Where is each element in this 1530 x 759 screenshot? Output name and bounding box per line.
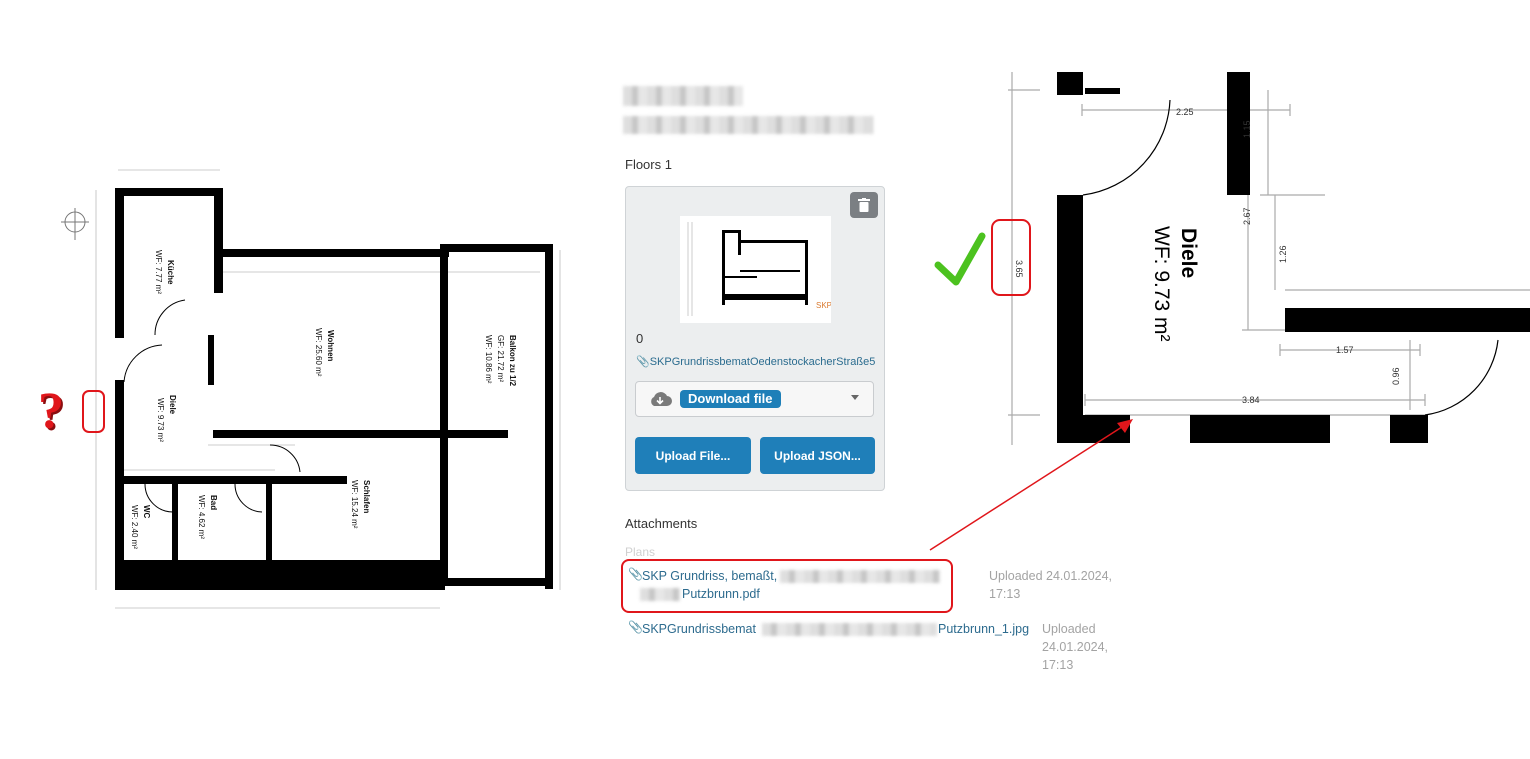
dim-1-15: 1.15 bbox=[1242, 120, 1252, 138]
floor-card: SKP 0 📎SKPGrundrissbematOedenstockacherS… bbox=[625, 186, 885, 491]
zoomed-room-area: WF: 9.73 m² bbox=[1150, 226, 1173, 342]
compass-icon bbox=[61, 208, 89, 240]
room-area-wc: WF: 2.40 m² bbox=[130, 505, 139, 549]
dim-1-57: 1.57 bbox=[1336, 345, 1354, 355]
room-label-wc: WC bbox=[142, 505, 151, 519]
checkmark-icon bbox=[934, 232, 986, 286]
paperclip-icon: 📎 bbox=[628, 567, 643, 581]
blurred-filename bbox=[640, 588, 680, 601]
attachment-link-end[interactable]: Putzbrunn.pdf bbox=[682, 587, 760, 601]
highlight-attachment bbox=[621, 559, 953, 613]
room-area-schlafen: WF: 15.24 m² bbox=[350, 480, 359, 529]
zoomed-room-name: Diele bbox=[1177, 228, 1200, 278]
dim-2-25: 2.25 bbox=[1176, 107, 1194, 117]
floor-file-link[interactable]: 📎SKPGrundrissbematOedenstockacherStraße5 bbox=[636, 356, 876, 368]
room-label-diele: Diele bbox=[168, 395, 177, 415]
room-label-bad: Bad bbox=[209, 495, 218, 510]
room-area-diele: WF: 9.73 m² bbox=[156, 398, 165, 442]
upload-file-button[interactable]: Upload File... bbox=[635, 437, 751, 474]
attachments-group-label: Plans bbox=[625, 545, 656, 559]
attachment-item[interactable]: 📎 SKP Grundriss, bemaßt, Putzbrunn.pdf bbox=[628, 567, 948, 605]
room-area-kueche: WF: 7.77 m² bbox=[154, 250, 163, 294]
attachment-uploaded: Uploaded 24.01.2024,17:13 bbox=[989, 569, 1113, 601]
room-label-schlafen: Schlafen bbox=[362, 480, 371, 513]
room-label-wohnen: Wohnen bbox=[326, 330, 335, 362]
trash-icon bbox=[858, 198, 870, 212]
room-label-balkon: Balkon zu 1/2 bbox=[508, 335, 517, 387]
highlight-dimension-left bbox=[82, 390, 105, 433]
dim-3-84: 3.84 bbox=[1242, 395, 1260, 405]
highlight-dimension-right bbox=[991, 219, 1031, 296]
paperclip-icon: 📎 bbox=[636, 356, 650, 368]
dim-2-67: 2.67 bbox=[1242, 207, 1252, 225]
room-area-balkon-gf: GF: 21.72 m² bbox=[496, 335, 505, 382]
blurred-filename bbox=[780, 570, 940, 583]
room-area-wohnen: WF: 25.60 m² bbox=[314, 328, 323, 377]
arrow-annotation bbox=[929, 419, 1133, 551]
download-file-label: Download file bbox=[680, 390, 781, 408]
blurred-address bbox=[623, 116, 873, 134]
floor-plan-thumbnail[interactable]: SKP bbox=[680, 216, 832, 323]
attachment-link-start[interactable]: SKPGrundrissbemat bbox=[642, 622, 756, 636]
thumbnail-logo: SKP bbox=[816, 301, 831, 310]
chevron-down-icon bbox=[851, 395, 859, 400]
floors-heading: Floors 1 bbox=[625, 157, 672, 172]
dim-0-96: 0.96 bbox=[1391, 367, 1401, 385]
blurred-filename bbox=[762, 623, 937, 636]
floor-count: 0 bbox=[636, 331, 644, 346]
delete-floor-button[interactable] bbox=[850, 192, 878, 218]
blurred-title bbox=[623, 86, 743, 106]
question-mark-icon: ? bbox=[38, 383, 64, 440]
attachment-link-end[interactable]: Putzbrunn_1.jpg bbox=[938, 622, 1030, 636]
attachments-heading: Attachments bbox=[625, 516, 698, 531]
room-label-kueche: Küche bbox=[166, 260, 175, 285]
room-area-bad: WF: 4.62 m² bbox=[197, 495, 206, 539]
download-file-dropdown[interactable]: Download file bbox=[635, 381, 874, 417]
dim-3-65: 3.65 bbox=[1014, 260, 1024, 278]
dim-1-26: 1.26 bbox=[1278, 245, 1288, 263]
attachment-item[interactable]: 📎 SKPGrundrissbemat Putzbrunn_1.jpg bbox=[628, 620, 1033, 640]
upload-json-button[interactable]: Upload JSON... bbox=[760, 437, 875, 474]
zoomed-floor-plan: 2.25 1.15 2.67 1.26 3.65 1.57 0.96 3.84 … bbox=[934, 72, 1530, 445]
room-area-balkon-wf: WF: 10.86 m² bbox=[484, 335, 493, 384]
left-floor-plan: Küche Wohnen Balkon zu 1/2 Diele WC Bad … bbox=[61, 169, 561, 609]
paperclip-icon: 📎 bbox=[628, 620, 643, 634]
cloud-download-icon bbox=[651, 392, 672, 406]
attachment-link-start[interactable]: SKP Grundriss, bemaßt, bbox=[642, 569, 778, 583]
